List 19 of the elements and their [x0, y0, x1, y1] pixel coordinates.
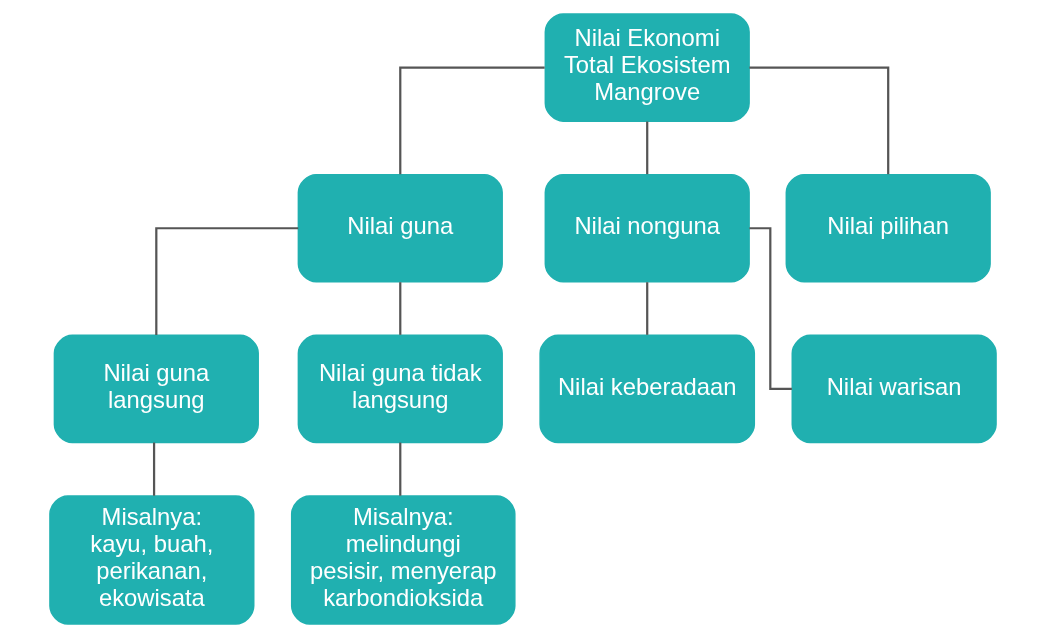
connector: [646, 282, 649, 335]
connector: [155, 227, 299, 335]
connector: [749, 66, 890, 175]
connector: [152, 442, 156, 496]
connector: [646, 121, 649, 175]
node-box: Misalnya: kayu, buah, perikanan, ekowisata: [49, 495, 255, 625]
connector: [749, 227, 792, 391]
node-box: Nilai guna: [297, 173, 503, 283]
node-box: Nilai pilihan: [785, 173, 991, 283]
node-box: Nilai warisan: [791, 334, 997, 444]
node-box: Misalnya: melindungi pesisir, menyerap karbondioksida: [290, 495, 516, 625]
node-box: Nilai Ekonomi Total Ekosistem Mangrove: [544, 13, 750, 122]
connector: [399, 66, 545, 175]
connector: [399, 442, 402, 496]
connector: [399, 282, 402, 335]
node-box: Nilai keberadaan: [539, 334, 756, 444]
node-box: Nilai nonguna: [544, 173, 750, 283]
node-box: Nilai guna tidak langsung: [297, 334, 503, 444]
node-box: Nilai guna langsung: [53, 334, 259, 444]
